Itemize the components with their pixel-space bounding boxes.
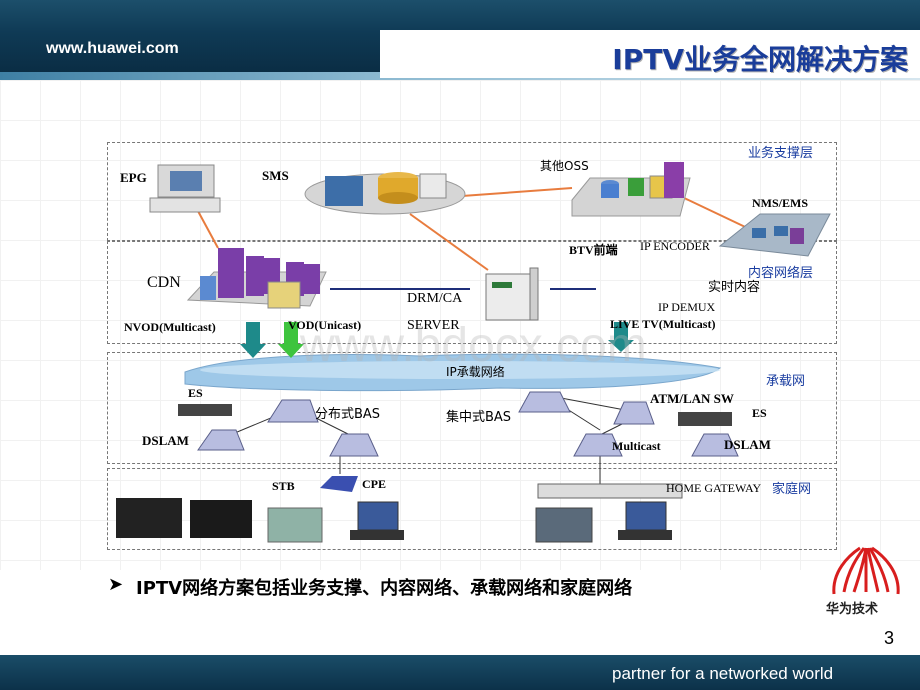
label-btv: BTV前端	[569, 243, 618, 257]
label-home-gateway: HOME GATEWAY	[666, 481, 762, 495]
label-ip-encoder: IP ENCODER	[640, 239, 710, 253]
label-sms: SMS	[262, 168, 289, 183]
layer-label-bearer: 承载网	[766, 374, 806, 389]
page-number: 3	[884, 628, 895, 648]
footer-bar	[0, 655, 920, 690]
layer-label-service: 业务支撑层	[748, 146, 814, 161]
stb-photo-2	[190, 500, 252, 538]
oss-server-icon	[571, 162, 691, 217]
service-layer-box	[107, 142, 837, 241]
label-ip-demux: IP DEMUX	[658, 300, 716, 314]
label-central-bas: 集中式BAS	[446, 410, 512, 425]
huawei-logo-icon	[832, 546, 900, 595]
bullet-arrow-icon: ➤	[108, 574, 124, 595]
label-cdn: CDN	[147, 274, 181, 291]
tv-right	[535, 507, 593, 543]
label-nms-ems: NMS/EMS	[752, 196, 809, 210]
laptop-right-base	[618, 530, 672, 540]
logo-text: 华为技术	[826, 602, 879, 617]
background-grid	[0, 80, 920, 570]
page-title: IPTV业务全网解决方案	[612, 43, 908, 76]
laptop-right	[625, 501, 667, 531]
label-server: SERVER	[407, 318, 460, 333]
home-layer-box	[107, 468, 837, 550]
label-stb: STB	[272, 479, 295, 493]
label-multicast: Multicast	[612, 439, 661, 453]
bearer-layer-box	[107, 352, 837, 464]
label-cpe: CPE	[362, 477, 386, 491]
site-url[interactable]: www.huawei.com	[46, 40, 179, 57]
label-ip-network: IP承载网络	[446, 365, 505, 379]
cloud-highlight	[200, 361, 720, 379]
laptop-left-base	[350, 530, 404, 540]
label-es-right: ES	[752, 406, 767, 420]
label-drm: DRM/CA	[407, 291, 463, 306]
sms-server-icon	[304, 172, 466, 215]
label-realtime: 实时内容	[708, 280, 761, 295]
footer-slogan: partner for a networked world	[612, 664, 834, 683]
nms-ems-icon	[718, 213, 831, 257]
laptop-left	[357, 501, 399, 531]
label-es-left: ES	[188, 386, 203, 400]
label-dist-bas: 分布式BAS	[315, 407, 381, 422]
label-vod: VOD(Unicast)	[288, 318, 362, 332]
content-layer-box	[107, 241, 837, 344]
label-livetv: LIVE TV(Multicast)	[610, 317, 716, 331]
epg-computer-icon	[149, 164, 221, 213]
es-right-device	[678, 412, 732, 426]
es-left-device	[178, 404, 232, 416]
title-panel	[380, 30, 920, 78]
tv-left	[267, 507, 323, 543]
stb-photo-1	[116, 498, 182, 538]
layer-label-content: 内容网络层	[748, 266, 814, 281]
router-icons	[197, 391, 739, 457]
label-epg: EPG	[120, 170, 147, 185]
label-atm-lan: ATM/LAN SW	[650, 391, 734, 406]
cdn-cluster-icon	[186, 248, 327, 309]
label-other-oss: 其他OSS	[540, 159, 589, 173]
label-nvod: NVOD(Multicast)	[124, 320, 216, 334]
summary-bullet: IPTV网络方案包括业务支撑、内容网络、承载网络和家庭网络	[136, 578, 633, 599]
down-arrows	[240, 322, 634, 358]
label-dslam-right: DSLAM	[724, 437, 771, 452]
watermark: www.bdocx.com	[300, 319, 647, 372]
cpe-device	[320, 476, 358, 492]
label-dslam-left: DSLAM	[142, 433, 189, 448]
drm-server-icon	[485, 267, 539, 321]
layer-label-home: 家庭网	[772, 482, 812, 497]
home-gateway-device	[537, 483, 683, 499]
